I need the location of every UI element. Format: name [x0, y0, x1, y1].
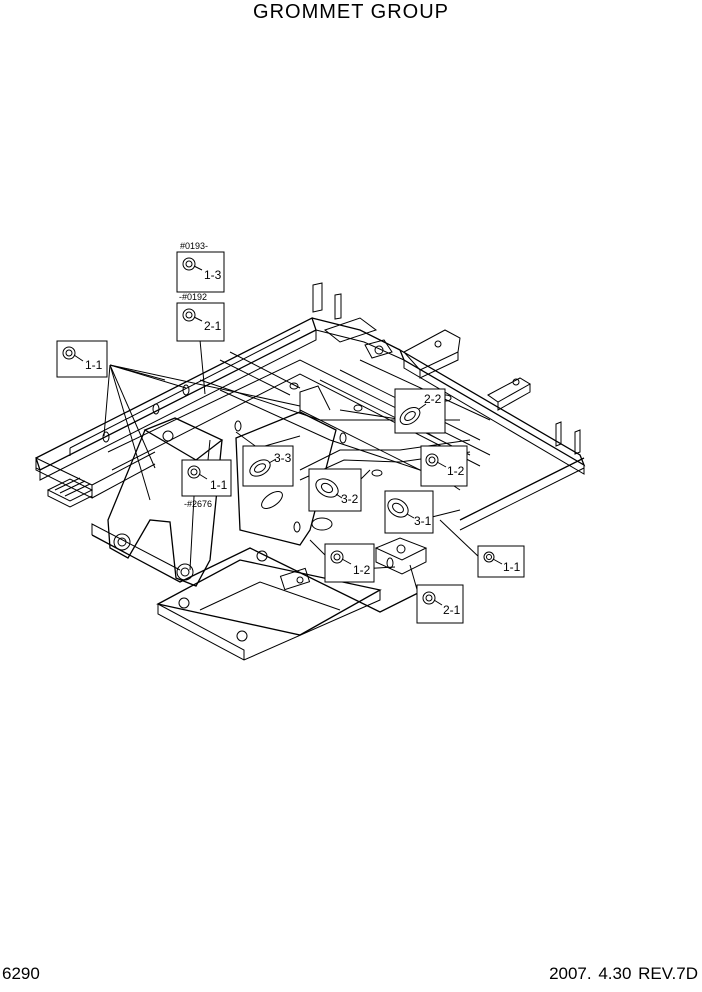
revision-date: 2007. 4.30 REV.7D	[549, 964, 698, 983]
serial-note-2676: -#2676	[184, 499, 212, 509]
oval-grommet-icon	[315, 478, 343, 499]
callout-1-2-right[interactable]: 1-2	[420, 445, 468, 487]
callout-3-3[interactable]: 3-3	[242, 445, 294, 487]
callout-2-1-top[interactable]: 2-1	[176, 302, 225, 342]
callout-3-2[interactable]: 3-2	[308, 468, 362, 512]
grommet-icon	[330, 550, 352, 565]
callout-label: 1-1	[210, 478, 228, 492]
callout-label: 1-1	[503, 560, 521, 574]
callout-label: 1-2	[353, 563, 371, 577]
callout-label: 3-2	[341, 492, 359, 506]
serial-note-0193: #0193-	[180, 241, 208, 251]
callout-label: 2-1	[204, 319, 222, 333]
grommet-icon	[422, 591, 443, 606]
callout-1-3[interactable]: 1-3	[176, 251, 225, 293]
callout-label: 2-1	[443, 603, 461, 617]
callout-label: 3-1	[414, 514, 432, 528]
callout-2-1-bottom[interactable]: 2-1	[416, 584, 464, 624]
grommet-icon	[483, 551, 503, 565]
callout-3-1[interactable]: 3-1	[384, 490, 434, 534]
oval-grommet-icon	[387, 498, 415, 519]
callout-1-1-left[interactable]: 1-1	[56, 340, 108, 378]
callout-1-2-bottom[interactable]: 1-2	[324, 543, 375, 583]
grommet-icon	[187, 465, 208, 480]
oval-grommet-icon	[399, 403, 427, 426]
grommet-icon	[62, 346, 84, 362]
grommet-icon	[425, 453, 447, 468]
callout-2-2[interactable]: 2-2	[394, 388, 446, 434]
callout-label: 3-3	[274, 451, 292, 465]
callout-label: 1-2	[447, 464, 465, 478]
page-title: GROMMET GROUP	[253, 1, 449, 23]
callout-label: 1-1	[85, 358, 103, 372]
grommet-icon	[182, 257, 203, 271]
page-number: 6290	[2, 964, 40, 983]
callout-1-1-center[interactable]: 1-1	[181, 459, 232, 497]
grommet-icon	[182, 308, 203, 322]
callout-label: 2-2	[424, 392, 442, 406]
callout-1-1-right[interactable]: 1-1	[477, 545, 525, 578]
callout-label: 1-3	[204, 268, 222, 282]
serial-note-0192: -#0192	[179, 292, 207, 302]
oval-grommet-icon	[249, 458, 277, 477]
